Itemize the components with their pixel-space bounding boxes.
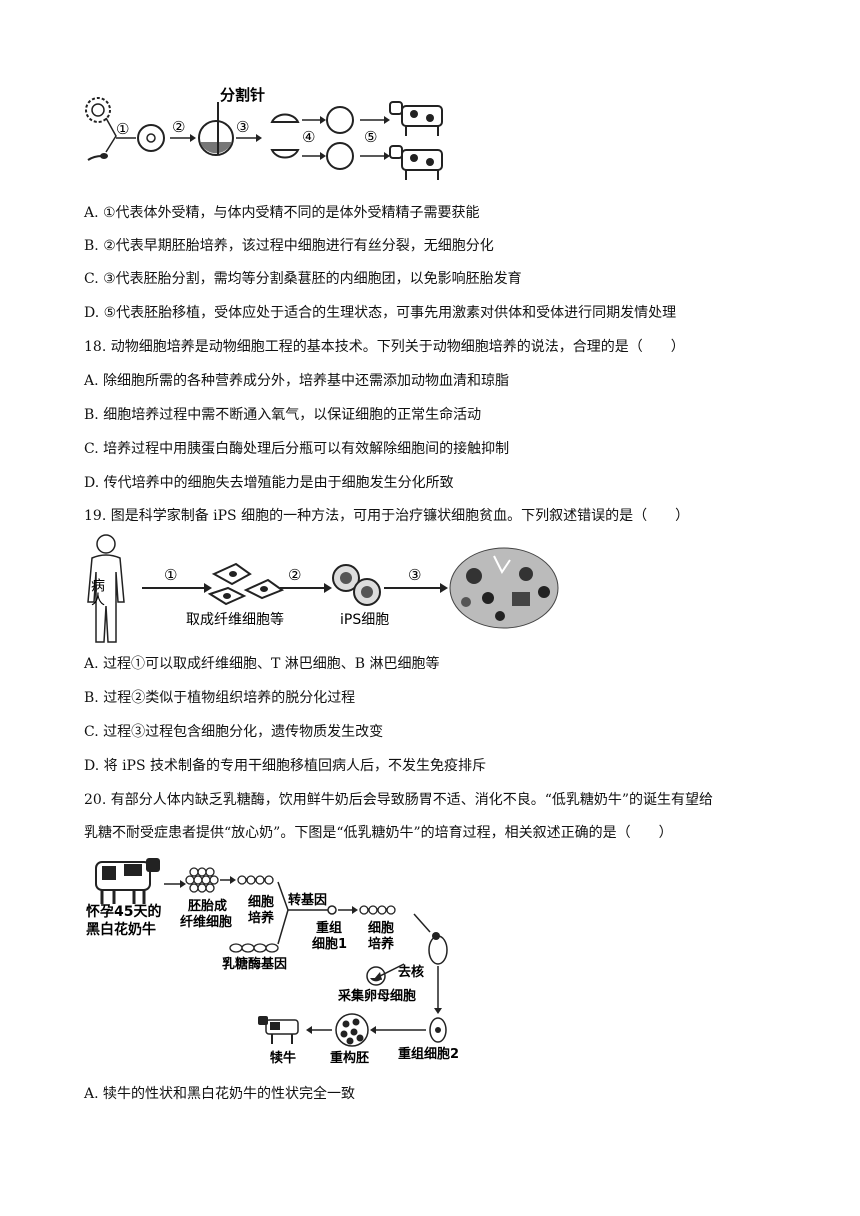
reconstructed-embryo-icon	[335, 1013, 369, 1047]
q17-option-a: A. ①代表体外受精，与体内受精不同的是体外受精精子需要获能	[84, 205, 480, 221]
q20-stem-line1: 20. 有部分人体内缺乏乳糖酶，饮用鲜牛奶后会导致肠胃不适、消化不良。“低乳糖奶…	[84, 792, 714, 808]
step-4-label: ④	[302, 128, 315, 146]
q20-option-a: A. 犊牛的性状和黑白花奶牛的性状完全一致	[84, 1086, 356, 1102]
q19-step-3: ③	[408, 566, 421, 584]
calf-top-icon	[389, 101, 443, 136]
patient-label: 病人	[89, 578, 105, 606]
cow-label-2: 黑白花奶牛	[86, 921, 156, 938]
enucleated-oocyte-icon	[428, 935, 448, 965]
egg-icon	[85, 97, 111, 123]
differentiated-cells-icon	[449, 547, 559, 629]
fibro-label-1: 胚胎成	[188, 898, 227, 914]
q19-step-1: ①	[164, 566, 177, 584]
q18-stem: 18. 动物细胞培养是动物细胞工程的基本技术。下列关于动物细胞培养的说法，合理的…	[84, 339, 685, 355]
lactase-gene-icon	[229, 943, 279, 953]
ips-cells-icon	[332, 564, 381, 606]
recomb2-label: 重组细胞2	[398, 1046, 459, 1062]
ips-label: iPS细胞	[340, 612, 389, 628]
fibroblast-cells-icon	[207, 562, 285, 606]
q17-option-d: D. ⑤代表胚胎移植，受体应处于适合的生理状态，可事先用激素对供体和受体进行同期…	[84, 305, 677, 321]
q17-option-b: B. ②代表早期胚胎培养，该过程中细胞进行有丝分裂，无细胞分化	[84, 238, 494, 254]
patient-figure-icon	[87, 534, 125, 643]
q18-option-a: A. 除细胞所需的各种营养成分外，培养基中还需添加动物血清和琼脂	[84, 373, 510, 389]
oocyte-icon	[366, 966, 386, 986]
calf-label: 犊牛	[270, 1050, 296, 1066]
step-1-label: ①	[116, 120, 129, 138]
culture2-label-2: 培养	[368, 936, 395, 952]
calf-bottom-icon	[389, 145, 443, 180]
q19-option-b: B. 过程②类似于植物组织培养的脱分化过程	[84, 690, 356, 706]
micropipette-icon	[413, 913, 431, 933]
ips-diagram: 病人 ① 取成纤维细胞等 ② iPS细胞 ③	[87, 534, 559, 643]
sperm-icon	[87, 155, 103, 161]
embryo-top-icon	[326, 106, 354, 134]
enucleate-label: 去核	[398, 964, 424, 980]
needle-label: 分割针	[220, 86, 265, 104]
cow-label-1: 怀孕45天的	[86, 903, 161, 920]
q18-option-d: D. 传代培养中的细胞失去增殖能力是由于细胞发生分化所致	[84, 475, 454, 491]
recomb-cell-1-icon	[327, 905, 337, 915]
half-embryo-bottom-icon	[270, 149, 300, 159]
q18-option-c: C. 培养过程中用胰蛋白酶处理后分瓶可以有效解除细胞间的接触抑制	[84, 441, 510, 457]
q20-stem-line2: 乳糖不耐受症患者提供“放心奶”。下图是“低乳糖奶牛”的培育过程，相关叙述正确的是…	[84, 825, 673, 841]
recomb1-label-1: 重组	[316, 920, 342, 936]
q17-option-c: C. ③代表胚胎分割，需均等分割桑葚胚的内细胞团，以免影响胚胎发育	[84, 271, 522, 287]
fibroblast-cluster-icon	[185, 867, 219, 893]
zygote-icon	[137, 124, 165, 152]
q19-option-c: C. 过程③过程包含细胞分化，遗传物质发生改变	[84, 724, 384, 740]
step-3-label: ③	[236, 118, 249, 136]
fibroblast-label: 取成纤维细胞等	[186, 611, 284, 628]
recomb-cell-2-icon	[429, 1017, 447, 1043]
culture-label-1: 细胞	[248, 894, 274, 910]
q18-option-b: B. 细胞培养过程中需不断通入氧气，以保证细胞的正常生命活动	[84, 407, 482, 423]
q19-step-2: ②	[288, 566, 301, 584]
embryo-bottom-icon	[326, 142, 354, 170]
calf-icon	[258, 1016, 299, 1044]
low-lactose-cow-diagram: 怀孕45天的 黑白花奶牛 胚胎成 纤维细胞 细胞 培养 乳糖酶基因 转基因 重组…	[86, 858, 459, 1066]
culture-label-2: 培养	[248, 910, 275, 926]
recomb1-label-2: 细胞1	[312, 936, 347, 952]
transgene-label: 转基因	[288, 892, 327, 908]
step-5-label: ⑤	[364, 128, 377, 146]
q19-option-a: A. 过程①可以取成纤维细胞、T 淋巴细胞、B 淋巴细胞等	[84, 656, 440, 672]
embryo-splitting-diagram: ① ② 分割针 ③ ④ ⑤	[85, 86, 443, 180]
embryo-label: 重构胚	[330, 1050, 369, 1066]
blastocyst-icon	[198, 120, 234, 156]
half-embryo-top-icon	[270, 113, 300, 123]
q19-stem: 19. 图是科学家制备 iPS 细胞的一种方法，可用于治疗镰状细胞贫血。下列叙述…	[84, 508, 690, 524]
lactase-gene-label: 乳糖酶基因	[222, 956, 287, 972]
cell-row-2-icon	[359, 905, 396, 915]
cell-row-icon	[237, 875, 274, 885]
culture2-label-1: 细胞	[368, 920, 394, 936]
fibro-label-2: 纤维细胞	[180, 914, 232, 930]
step-2-label: ②	[172, 118, 185, 136]
pregnant-cow-icon	[95, 858, 160, 904]
q19-option-d: D. 将 iPS 技术制备的专用干细胞移植回病人后，不发生免疫排斥	[84, 758, 487, 774]
oocyte-label: 采集卵母细胞	[337, 988, 416, 1004]
